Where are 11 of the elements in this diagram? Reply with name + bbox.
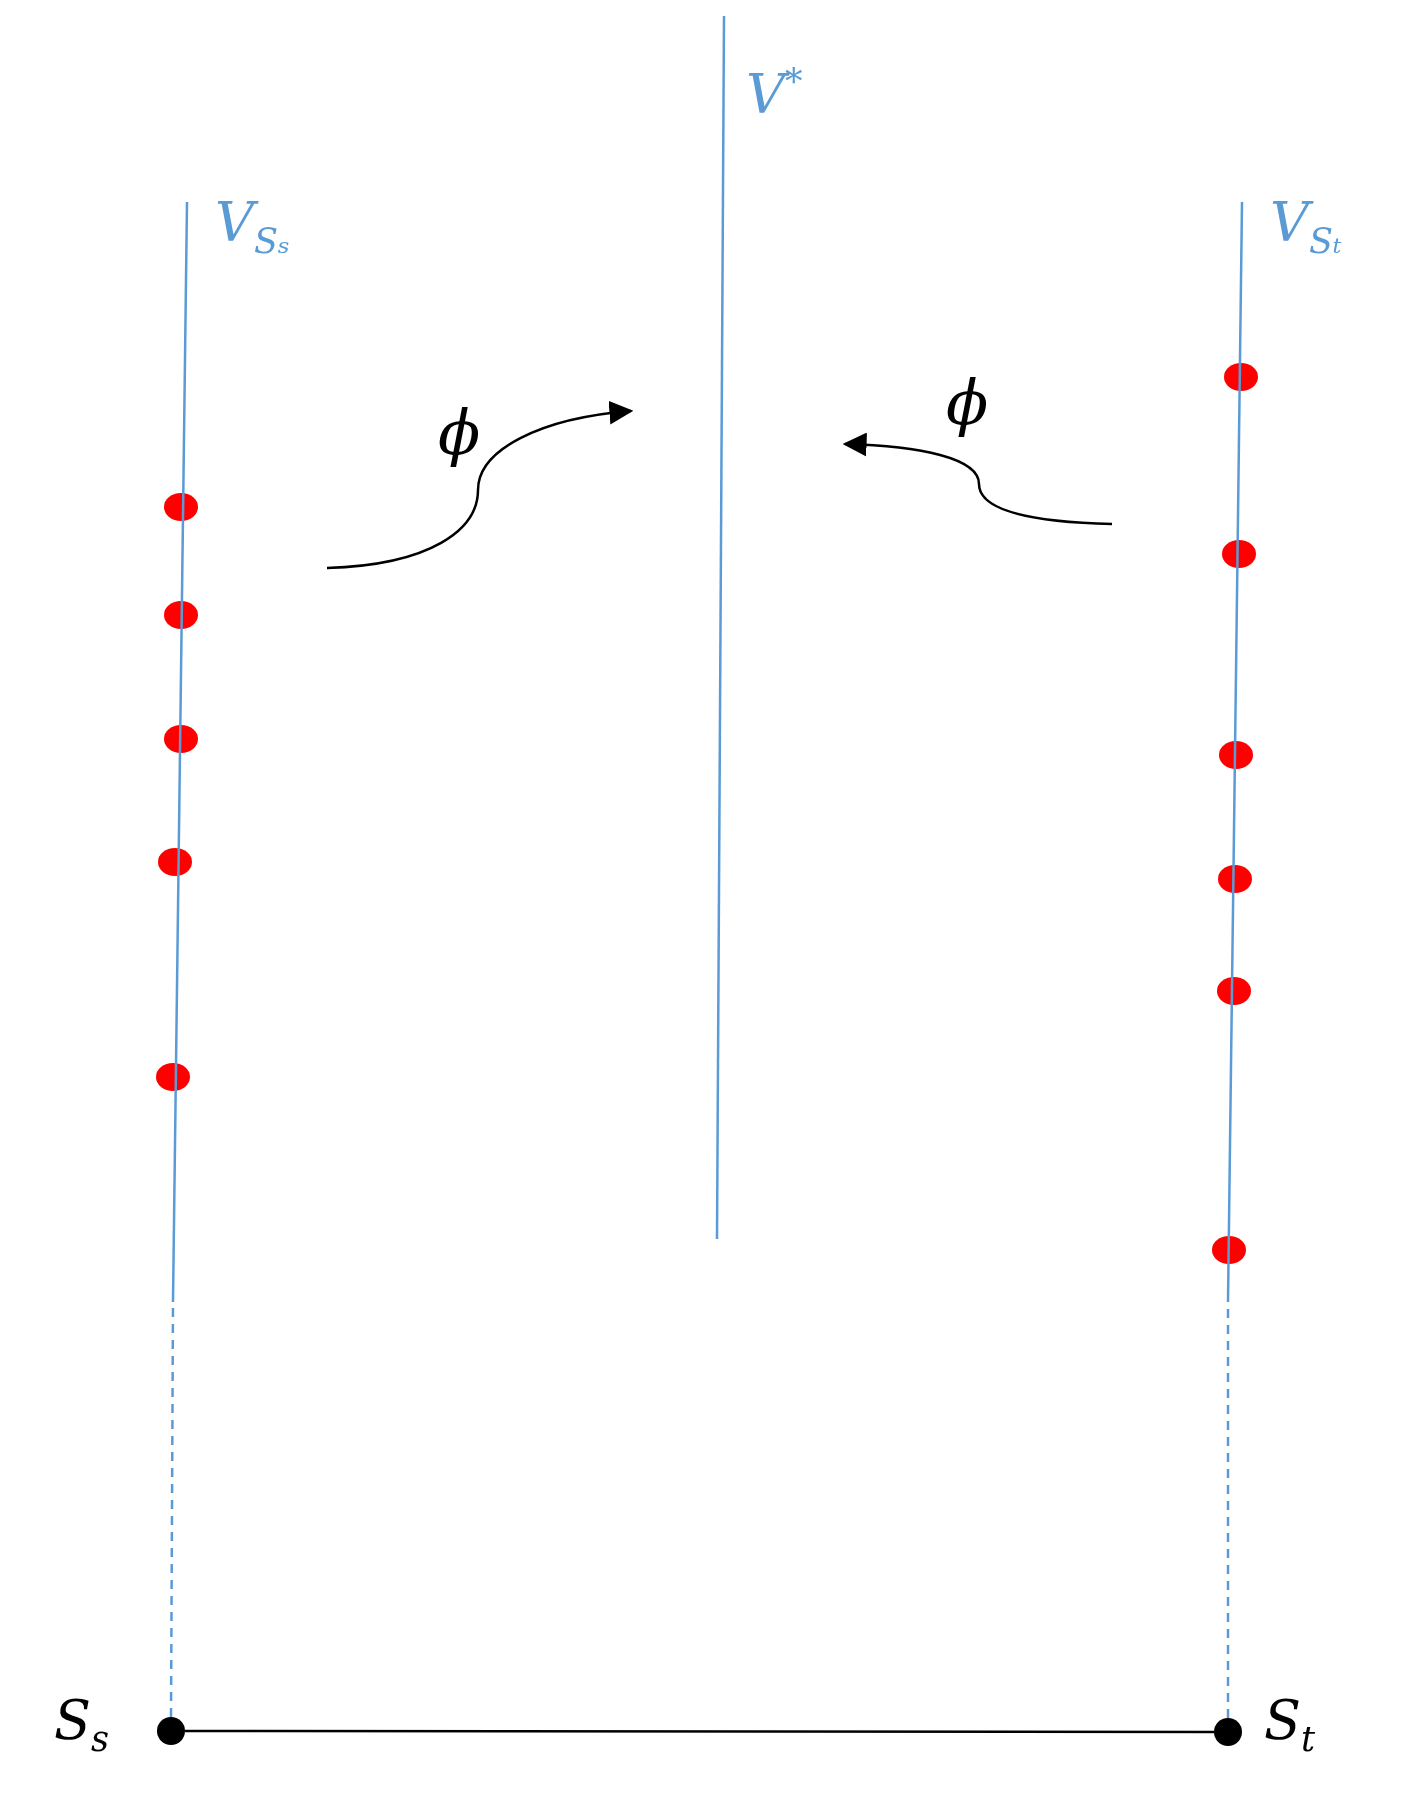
line-label: V$^{*}$ [746,64,803,122]
point-dot [157,1717,185,1745]
axis-line [171,202,189,1302]
axis-line [715,16,726,1239]
connector-line [185,1729,1214,1734]
line-label: V$_{Sₜ}$ [1270,196,1342,258]
axis-line [1226,202,1244,1302]
line-label: V$_{Sₛ}$ [215,196,290,258]
point-label: S$_{s}$ [54,1694,109,1756]
point-dot [1214,1718,1242,1746]
point-label: S$_{t}$ [1264,1694,1316,1756]
